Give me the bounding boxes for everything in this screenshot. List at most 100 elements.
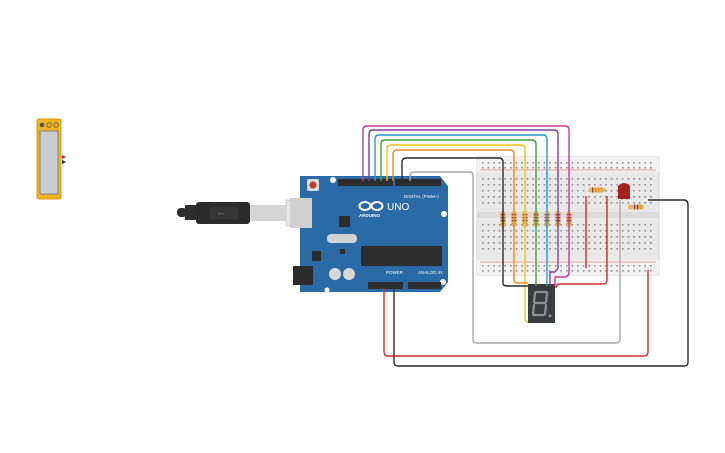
breadboard-hole[interactable] [638,248,641,250]
breadboard-hole[interactable] [493,265,495,267]
breadboard-hole[interactable] [510,162,512,164]
breadboard-hole[interactable] [616,224,618,226]
breadboard-hole[interactable] [582,270,585,272]
breadboard-hole[interactable] [566,167,568,169]
breadboard-hole[interactable] [633,265,635,267]
breadboard-hole[interactable] [482,178,484,180]
breadboard-hole[interactable] [515,178,518,180]
breadboard-hole[interactable] [588,270,590,272]
breadboard-hole[interactable] [588,224,590,226]
breadboard-hole[interactable] [627,265,630,267]
breadboard-hole[interactable] [610,242,613,244]
breadboard-hole[interactable] [566,270,568,272]
breadboard-hole[interactable] [515,202,518,204]
breadboard-hole[interactable] [526,196,529,198]
breadboard-hole[interactable] [627,230,630,232]
breadboard-hole[interactable] [582,236,585,238]
breadboard-hole[interactable] [622,236,624,238]
breadboard-hole[interactable] [616,236,618,238]
breadboard-hole[interactable] [526,184,529,186]
breadboard-hole[interactable] [487,167,490,169]
breadboard-hole[interactable] [532,190,534,192]
breadboard-hole[interactable] [588,196,590,198]
breadboard-hole[interactable] [610,184,613,186]
breadboard-hole[interactable] [526,270,529,272]
breadboard-hole[interactable] [627,236,630,238]
breadboard-hole[interactable] [627,178,630,180]
breadboard-hole[interactable] [515,184,518,186]
breadboard-hole[interactable] [549,236,551,238]
breadboard-hole[interactable] [599,236,602,238]
breadboard-hole[interactable] [577,202,579,204]
breadboard-hole[interactable] [532,184,534,186]
breadboard-hole[interactable] [560,190,562,192]
breadboard-hole[interactable] [571,224,574,226]
breadboard-hole[interactable] [633,196,635,198]
breadboard-hole[interactable] [610,202,613,204]
breadboard-hole[interactable] [605,236,607,238]
breadboard-hole[interactable] [599,230,602,232]
breadboard-hole[interactable] [526,167,529,169]
breadboard-hole[interactable] [599,184,602,186]
breadboard-hole[interactable] [638,162,641,164]
breadboard-hole[interactable] [549,162,551,164]
breadboard-hole[interactable] [504,265,506,267]
breadboard-hole[interactable] [610,196,613,198]
resistor[interactable] [589,187,605,193]
breadboard-hole[interactable] [633,184,635,186]
breadboard-hole[interactable] [543,202,546,204]
breadboard-hole[interactable] [521,270,523,272]
breadboard-hole[interactable] [644,167,646,169]
breadboard-hole[interactable] [493,184,495,186]
breadboard-hole[interactable] [521,265,523,267]
breadboard-hole[interactable] [650,224,652,226]
breadboard-hole[interactable] [543,242,546,244]
breadboard-hole[interactable] [521,224,523,226]
breadboard-hole[interactable] [622,202,624,204]
breadboard-hole[interactable] [638,242,641,244]
breadboard-hole[interactable] [605,224,607,226]
wire-black-top[interactable] [401,157,528,287]
breadboard-hole[interactable] [526,190,529,192]
breadboard-hole[interactable] [560,242,562,244]
multimeter-dial-icon[interactable] [46,122,52,128]
breadboard-hole[interactable] [532,162,534,164]
breadboard-hole[interactable] [515,196,518,198]
breadboard-hole[interactable] [633,270,635,272]
breadboard-hole[interactable] [504,196,506,198]
breadboard-hole[interactable] [532,270,534,272]
breadboard-hole[interactable] [560,224,562,226]
breadboard-hole[interactable] [498,184,501,186]
breadboard-hole[interactable] [605,230,607,232]
breadboard-hole[interactable] [493,196,495,198]
arduino-uno[interactable]: DIGITAL (PWM~) ARDUINO UNO POWER ANALOG … [290,176,448,293]
breadboard-hole[interactable] [504,242,506,244]
breadboard-hole[interactable] [515,230,518,232]
resistor[interactable] [628,204,644,210]
wire-black-gnd[interactable] [393,199,689,367]
breadboard-hole[interactable] [538,248,540,250]
breadboard-hole[interactable] [482,270,484,272]
breadboard-hole[interactable] [627,242,630,244]
breadboard-hole[interactable] [560,230,562,232]
breadboard-hole[interactable] [577,230,579,232]
breadboard-hole[interactable] [582,265,585,267]
breadboard-hole[interactable] [543,270,546,272]
breadboard-hole[interactable] [588,236,590,238]
breadboard-hole[interactable] [594,224,596,226]
breadboard-hole[interactable] [487,196,490,198]
breadboard-hole[interactable] [577,248,579,250]
breadboard-hole[interactable] [633,178,635,180]
breadboard-hole[interactable] [588,242,590,244]
breadboard-hole[interactable] [504,270,506,272]
breadboard-hole[interactable] [622,162,624,164]
breadboard-hole[interactable] [566,265,568,267]
breadboard-hole[interactable] [521,230,523,232]
breadboard-hole[interactable] [638,202,641,204]
breadboard-hole[interactable] [538,178,540,180]
breadboard-hole[interactable] [515,190,518,192]
breadboard-hole[interactable] [543,230,546,232]
breadboard-hole[interactable] [554,236,557,238]
breadboard-hole[interactable] [538,236,540,238]
breadboard-hole[interactable] [510,167,512,169]
